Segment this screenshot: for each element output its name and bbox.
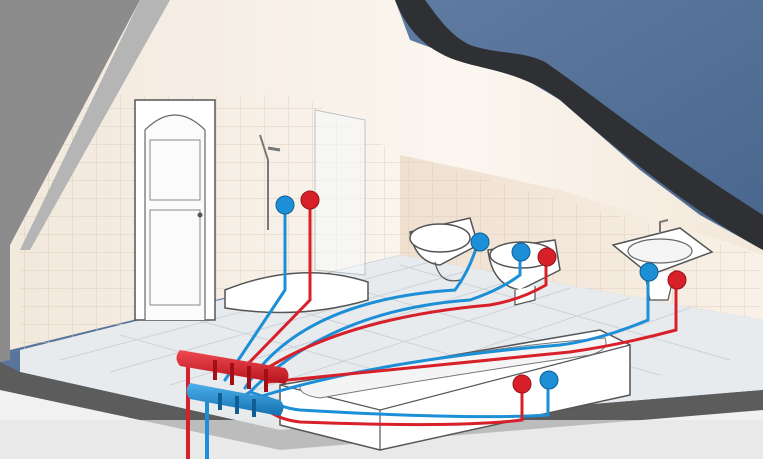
bathtub-cold-outlet — [539, 370, 559, 390]
hot-water-manifold-icon — [176, 350, 289, 392]
hot-pipes — [238, 198, 678, 427]
cold-water-manifold-icon — [186, 383, 284, 417]
bathtub-hot-outlet — [512, 374, 532, 394]
sink-hot-outlet — [667, 270, 687, 290]
roof-edge — [395, 0, 763, 250]
left-gable-wall — [0, 0, 140, 362]
shower-cold-outlet — [275, 195, 295, 215]
toilet-icon — [409, 217, 479, 282]
toilet-cold-outlet — [470, 232, 490, 252]
bidet-hot-outlet — [537, 247, 557, 267]
cold-riser — [205, 390, 209, 459]
bathtub-icon — [279, 329, 631, 451]
hot-riser — [186, 360, 190, 459]
bidet-cold-outlet — [511, 242, 531, 262]
shower-hot-outlet — [300, 190, 320, 210]
cold-outlets — [275, 195, 659, 390]
shower-icon — [224, 109, 369, 314]
left-gable-face — [20, 0, 170, 250]
door-icon — [134, 99, 216, 321]
hot-outlets — [300, 190, 687, 394]
sink-cold-outlet — [639, 262, 659, 282]
